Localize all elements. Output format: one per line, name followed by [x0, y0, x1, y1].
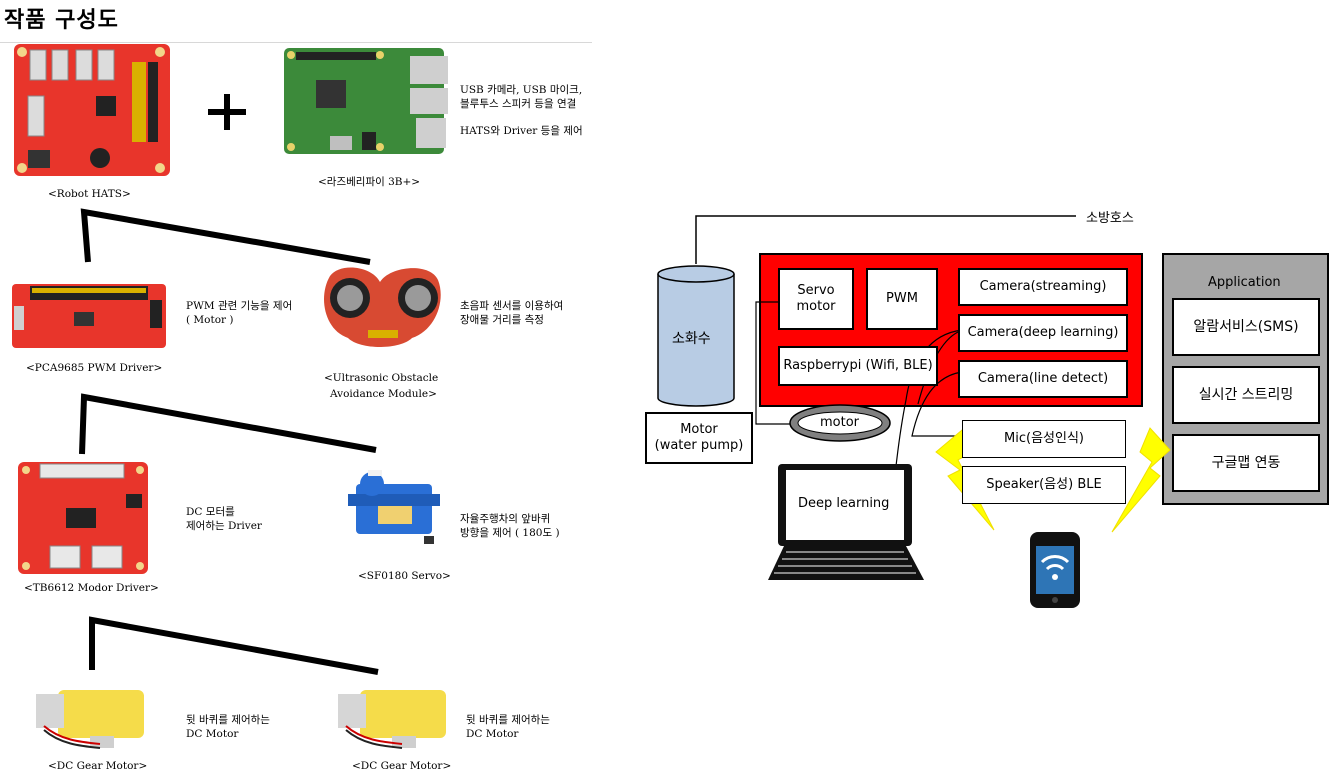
servo-motor-box: Servo motor — [778, 268, 854, 330]
speaker-label: Speaker(음성) BLE — [986, 477, 1102, 492]
water-pump-line-2: (water pump) — [654, 438, 744, 453]
camera-line-detect-box: Camera(line detect) — [958, 360, 1128, 398]
pwm-driver-note-2: ( Motor ) — [186, 314, 234, 326]
motor-driver-note-1: DC 모터를 — [186, 506, 235, 518]
laptop-label: Deep learning — [798, 496, 890, 511]
gear-motor-1-note-2: DC Motor — [186, 728, 239, 740]
motor-label: motor — [820, 415, 860, 430]
camera-deep-learning-label: Camera(deep learning) — [967, 325, 1119, 340]
app-alarm-box: 알람서비스(SMS) — [1172, 298, 1320, 356]
ultrasonic-caption-2: Avoidance Module> — [330, 388, 437, 400]
app-streaming-box: 실시간 스트리밍 — [1172, 366, 1320, 424]
tank-label: 소화수 — [672, 331, 711, 347]
camera-streaming-label: Camera(streaming) — [979, 279, 1107, 294]
pwm-box: PWM — [866, 268, 938, 330]
pwm-driver-image — [12, 284, 166, 348]
title-divider — [0, 42, 592, 43]
page-title: 작품 구성도 — [4, 7, 119, 33]
hose-label: 소방호스 — [1086, 211, 1134, 226]
gear-motor-2-image — [338, 690, 446, 749]
servo-note-2: 방향을 제어 ( 180도 ) — [460, 527, 560, 539]
mic-label: Mic(음성인식) — [1004, 431, 1084, 446]
app-map-box: 구글맵 연동 — [1172, 434, 1320, 492]
smartphone-wifi-icon — [1030, 532, 1080, 608]
raspberry-pi-image — [284, 48, 448, 154]
motor-driver-caption: <TB6612 Modor Driver> — [24, 582, 159, 594]
water-pump-box: Motor (water pump) — [645, 412, 753, 464]
gear-motor-1-note-1: 뒷 바퀴를 제어하는 — [186, 714, 270, 726]
gear-motor-1-caption: <DC Gear Motor> — [48, 760, 148, 772]
connector-lines — [79, 208, 379, 675]
app-streaming-label: 실시간 스트리밍 — [1198, 387, 1294, 403]
gear-motor-2-note-2: DC Motor — [466, 728, 519, 740]
camera-line-detect-label: Camera(line detect) — [977, 371, 1109, 386]
app-alarm-label: 알람서비스(SMS) — [1193, 319, 1299, 335]
ultrasonic-module-image — [324, 267, 441, 347]
camera-streaming-box: Camera(streaming) — [958, 268, 1128, 306]
application-title: Application — [1208, 275, 1281, 290]
servo-image — [348, 470, 440, 544]
hose-line — [695, 215, 1076, 264]
motor-driver-image — [18, 462, 148, 574]
gear-motor-2-caption: <DC Gear Motor> — [352, 760, 452, 772]
speaker-box: Speaker(음성) BLE — [962, 466, 1126, 504]
pwm-driver-caption: <PCA9685 PWM Driver> — [26, 362, 163, 374]
raspberry-note-1: USB 카메라, USB 마이크, — [460, 84, 583, 96]
ultrasonic-caption-1: <Ultrasonic Obstacle — [324, 372, 439, 384]
servo-note-1: 자율주행차의 앞바퀴 — [460, 513, 551, 525]
plus-icon — [208, 94, 246, 130]
servo-caption: <SF0180 Servo> — [358, 570, 451, 582]
pwm-label: PWM — [886, 291, 918, 306]
app-map-label: 구글맵 연동 — [1211, 455, 1281, 471]
robot-hats-caption: <Robot HATS> — [48, 188, 131, 200]
raspberry-caption: <라즈베리파이 3B+> — [318, 176, 421, 188]
raspberry-note-3: HATS와 Driver 등을 제어 — [460, 125, 583, 137]
servo-motor-line-2: motor — [796, 299, 836, 314]
water-tank-shape — [657, 265, 735, 407]
mic-box: Mic(음성인식) — [962, 420, 1126, 458]
ultrasonic-note-2: 장애물 거리를 측정 — [460, 314, 544, 326]
ultrasonic-note-1: 초음파 센서를 이용하여 — [460, 300, 564, 312]
gear-motor-2-note-1: 뒷 바퀴를 제어하는 — [466, 714, 550, 726]
pwm-driver-note-1: PWM 관련 기능을 제어 — [186, 300, 293, 312]
servo-motor-line-1: Servo — [797, 283, 835, 298]
raspberrypi-box: Raspberrypi (Wifi, BLE) — [778, 346, 938, 386]
gear-motor-1-image — [36, 690, 144, 749]
raspberry-note-2: 블루투스 스피커 등을 연결 — [460, 98, 577, 110]
water-pump-line-1: Motor — [680, 422, 718, 437]
camera-deep-learning-box: Camera(deep learning) — [958, 314, 1128, 352]
laptop-icon — [768, 464, 924, 580]
raspberrypi-label: Raspberrypi (Wifi, BLE) — [783, 358, 933, 373]
robot-hats-image — [14, 44, 170, 176]
motor-ring — [789, 404, 891, 442]
motor-driver-note-2: 제어하는 Driver — [186, 520, 262, 532]
